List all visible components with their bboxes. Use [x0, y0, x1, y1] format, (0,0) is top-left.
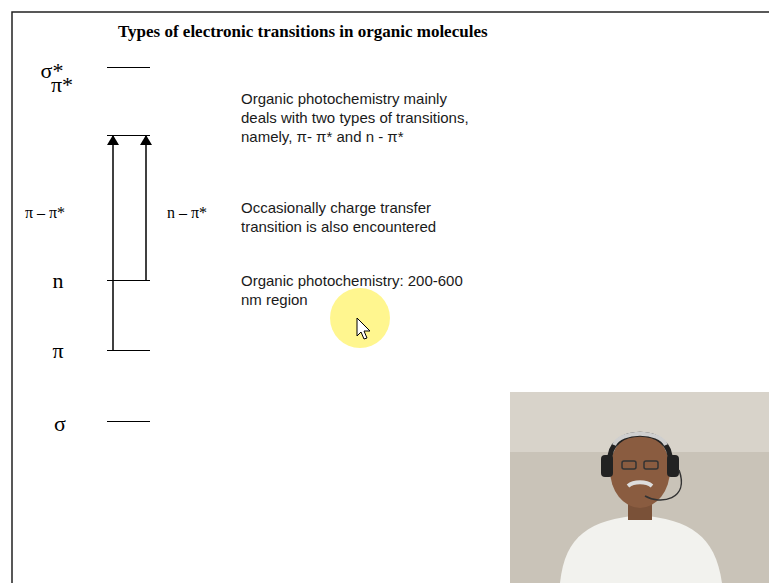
level-label: σ — [54, 413, 66, 435]
slide-title: Types of electronic transitions in organ… — [118, 22, 488, 42]
note-text: Organic photochemistry mainly deals with… — [241, 89, 476, 146]
energy-level: n — [107, 280, 150, 281]
webcam-inset — [510, 392, 769, 583]
slide-frame — [12, 12, 769, 583]
transition-label: π – π* — [23, 204, 67, 222]
person-moustache — [628, 482, 652, 486]
webcam-background — [510, 392, 769, 583]
person-headphones — [610, 434, 670, 462]
person-head — [610, 432, 670, 508]
note-text: Organic photochemistry: 200-600 nm regio… — [241, 271, 476, 309]
level-label: π* — [51, 74, 73, 96]
person-shirt — [560, 515, 722, 583]
level-label: n — [53, 270, 64, 292]
energy-level: π — [107, 350, 150, 351]
energy-level: π* — [107, 135, 150, 136]
energy-level: σ — [107, 421, 150, 422]
transition-label: n – π* — [165, 204, 209, 222]
mouse-cursor — [357, 318, 370, 339]
headphone-left — [601, 455, 613, 477]
transition-arrow — [112, 136, 114, 350]
cursor-highlight — [330, 288, 390, 348]
transition-arrow — [145, 136, 147, 280]
headphone-right — [667, 455, 679, 477]
note-text: Occasionally charge transfer transition … — [241, 198, 476, 236]
person-hair — [614, 434, 666, 445]
headset-mic — [645, 470, 681, 500]
glasses-left — [622, 461, 636, 469]
glasses-right — [644, 461, 658, 469]
energy-level: σ* — [107, 67, 150, 68]
level-label: π — [52, 340, 63, 362]
